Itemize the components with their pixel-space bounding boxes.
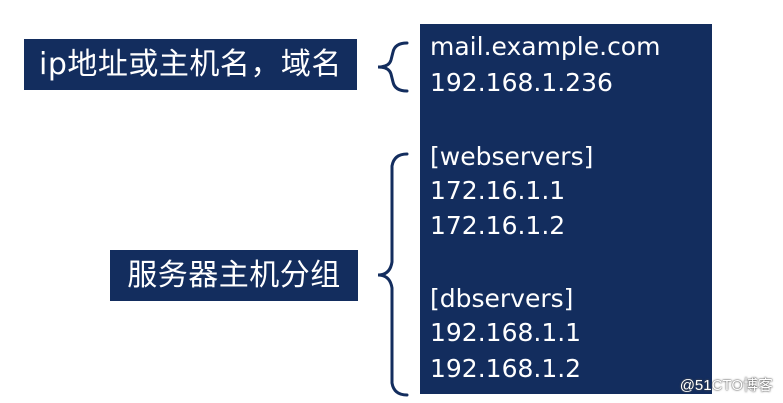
dbserver-entry: 192.168.1.1	[430, 318, 582, 347]
host-label-text: ip地址或主机名，域名	[39, 46, 342, 82]
group-label-text: 服务器主机分组	[127, 257, 341, 293]
webserver-entry: 172.16.1.2	[430, 211, 566, 240]
host-entry: mail.example.com	[430, 32, 661, 61]
host-entry: 192.168.1.236	[430, 68, 613, 97]
webserver-entry: 172.16.1.1	[430, 176, 566, 205]
dbservers-group-header: [dbservers]	[430, 284, 574, 313]
host-label-box: ip地址或主机名，域名	[24, 39, 357, 90]
group-brace	[377, 152, 409, 397]
group-label-box: 服务器主机分组	[110, 250, 358, 301]
host-brace	[377, 41, 409, 93]
inventory-panel	[420, 24, 712, 394]
dbserver-entry: 192.168.1.2	[430, 354, 582, 383]
webservers-group-header: [webservers]	[430, 142, 594, 171]
watermark: @51CTO博客	[679, 377, 773, 394]
